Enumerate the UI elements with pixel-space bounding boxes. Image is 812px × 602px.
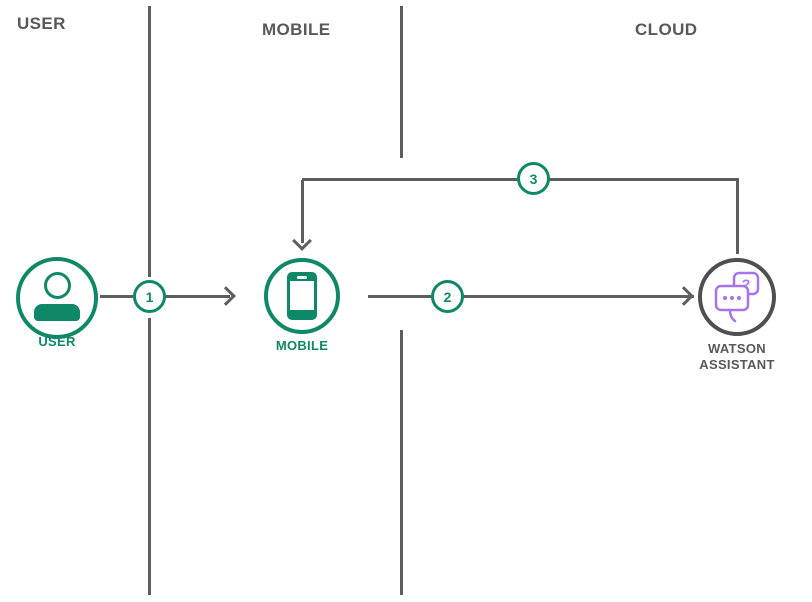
person-head bbox=[44, 272, 71, 299]
step-number: 2 bbox=[443, 288, 452, 305]
phone-speaker bbox=[297, 275, 307, 279]
node-watson-label: WATSON ASSISTANT bbox=[699, 341, 775, 372]
connector-mobile-to-watson bbox=[368, 295, 694, 298]
divider-user-mobile-bottom bbox=[148, 318, 151, 595]
connector-down-to-mobile bbox=[301, 180, 304, 243]
divider-mobile-cloud-bottom bbox=[400, 330, 403, 595]
dot bbox=[730, 296, 734, 300]
step-number: 3 bbox=[529, 170, 538, 187]
dot bbox=[737, 296, 741, 300]
node-mobile-label: MOBILE bbox=[275, 338, 329, 353]
person-body bbox=[34, 304, 80, 321]
step-badge-1: 1 bbox=[133, 280, 166, 313]
step-badge-2: 2 bbox=[431, 280, 464, 313]
lane-header-cloud: CLOUD bbox=[635, 20, 698, 39]
chat-bubbles-icon: ? bbox=[714, 271, 760, 323]
connector-watson-up bbox=[736, 180, 739, 254]
node-user bbox=[16, 257, 98, 339]
divider-mobile-cloud-top bbox=[400, 6, 403, 158]
step-number: 1 bbox=[145, 288, 154, 305]
dot bbox=[723, 296, 727, 300]
dots-bubble-tail bbox=[728, 308, 737, 323]
divider-user-mobile-top bbox=[148, 6, 151, 277]
lane-header-user: USER bbox=[17, 14, 66, 33]
node-watson-assistant: ? bbox=[698, 258, 776, 336]
arrowhead-down-icon bbox=[292, 231, 312, 251]
smartphone-icon bbox=[287, 272, 317, 320]
question-glyph: ? bbox=[742, 276, 751, 292]
node-mobile bbox=[264, 258, 340, 334]
node-user-label: USER bbox=[38, 334, 76, 349]
lane-header-mobile: MOBILE bbox=[262, 20, 331, 39]
arrowhead-right-icon bbox=[674, 286, 694, 306]
phone-screen bbox=[290, 281, 314, 310]
step-badge-3: 3 bbox=[517, 162, 550, 195]
arrowhead-right-icon bbox=[216, 286, 236, 306]
